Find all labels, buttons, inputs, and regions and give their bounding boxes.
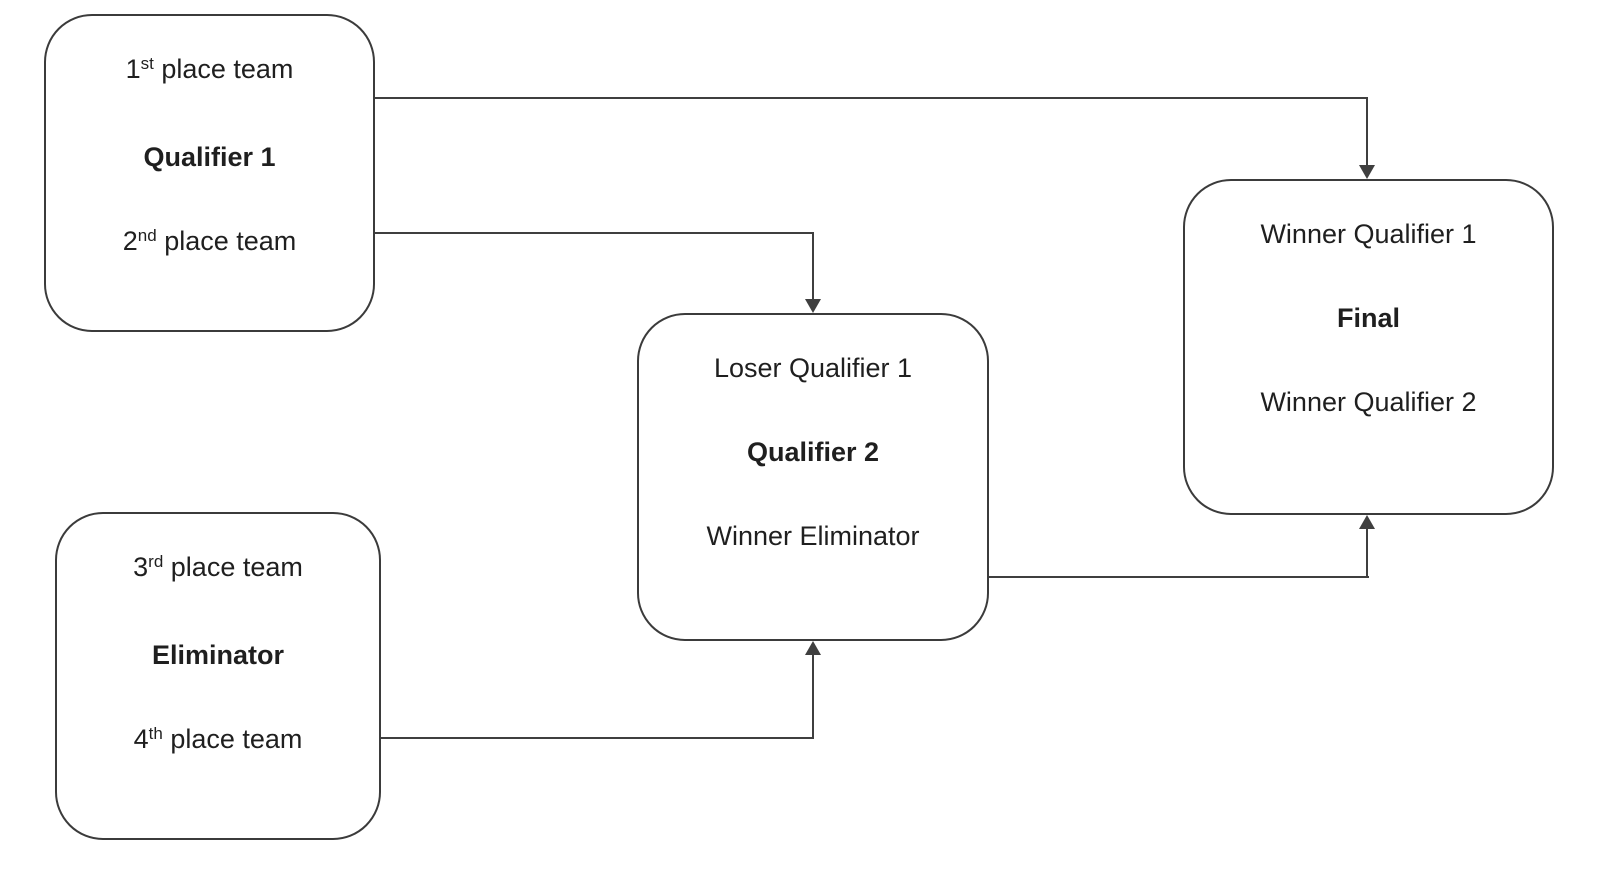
edge-qualifier2-to-final-hline [989, 576, 1369, 578]
qualifier1-top-team-text: place team [153, 54, 294, 84]
eliminator-title: Eliminator [151, 640, 285, 670]
qualifier1-top-team-number: 1 [125, 54, 141, 84]
arrowhead-down-icon [1359, 165, 1375, 179]
edge-qualifier1-to-qualifier2-hline [375, 232, 813, 234]
node-final: Winner Qualifier 1 Final Winner Qualifie… [1183, 179, 1554, 515]
qualifier2-title: Qualifier 2 [746, 437, 880, 467]
qualifier1-top-team: 1st place team [126, 52, 294, 90]
final-title: Final [1336, 303, 1400, 333]
arrowhead-up-icon [805, 641, 821, 655]
qualifier1-bottom-team-number: 2 [122, 226, 138, 256]
eliminator-bottom-team-ordinal: th [148, 724, 163, 743]
node-eliminator: 3rd place team Eliminator 4th place team [55, 512, 381, 840]
eliminator-bottom-team: 4th place team [134, 722, 303, 760]
edge-qualifier1-to-qualifier2-vline [812, 232, 814, 299]
eliminator-bottom-team-text: place team [162, 724, 303, 754]
edge-eliminator-to-qualifier2-vline [812, 655, 814, 739]
node-qualifier-1: 1st place team Qualifier 1 2nd place tea… [44, 14, 375, 332]
edge-qualifier1-to-final-vline [1366, 97, 1368, 167]
qualifier1-title: Qualifier 1 [143, 142, 276, 172]
arrowhead-down-icon [805, 299, 821, 313]
qualifier1-bottom-team-ordinal: nd [137, 226, 157, 245]
final-top-team: Winner Qualifier 1 [1260, 219, 1477, 249]
edge-qualifier2-to-final-vline [1366, 529, 1368, 578]
qualifier2-bottom-team: Winner Eliminator [706, 521, 920, 551]
qualifier1-bottom-team: 2nd place team [123, 224, 297, 262]
qualifier2-top-team: Loser Qualifier 1 [713, 353, 913, 383]
eliminator-top-team-text: place team [163, 552, 303, 582]
eliminator-top-team: 3rd place team [133, 550, 303, 588]
qualifier1-top-team-ordinal: st [140, 54, 154, 73]
qualifier1-bottom-team-text: place team [156, 226, 297, 256]
final-bottom-team: Winner Qualifier 2 [1260, 387, 1477, 417]
eliminator-top-team-number: 3 [133, 552, 149, 582]
edge-eliminator-to-qualifier2-hline [381, 737, 813, 739]
edge-qualifier1-to-final-hline [375, 97, 1368, 99]
eliminator-top-team-ordinal: rd [148, 552, 164, 571]
eliminator-bottom-team-number: 4 [133, 724, 149, 754]
node-qualifier-2: Loser Qualifier 1 Qualifier 2 Winner Eli… [637, 313, 989, 641]
arrowhead-up-icon [1359, 515, 1375, 529]
